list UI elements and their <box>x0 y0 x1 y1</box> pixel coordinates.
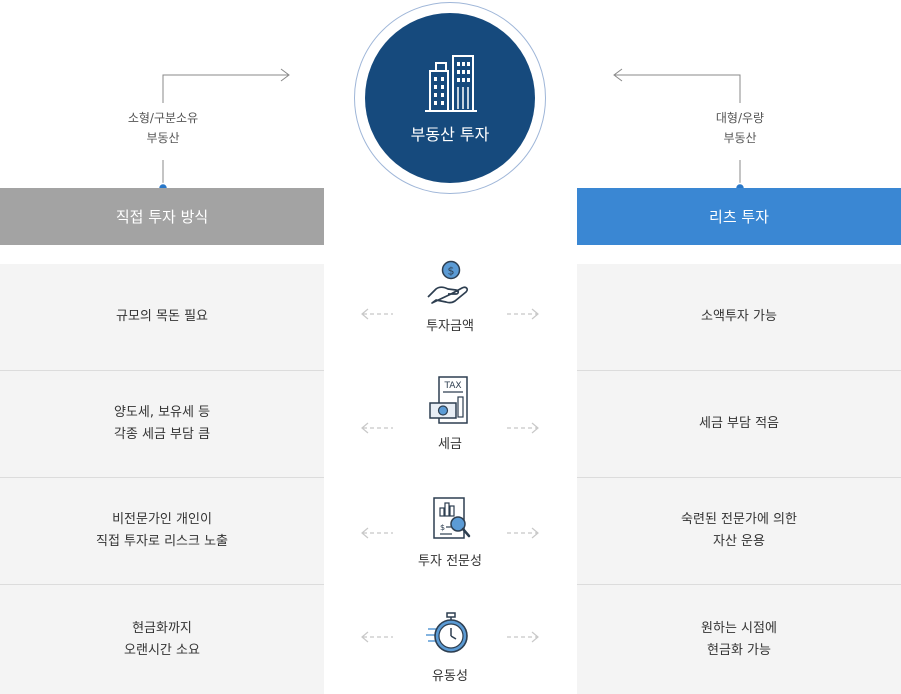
svg-text:$: $ <box>440 523 445 532</box>
left-row: 규모의 목돈 필요 <box>0 264 324 370</box>
criteria-expertise: $ 투자 전문성 <box>340 494 560 569</box>
right-row-divider <box>577 584 901 585</box>
stopwatch-icon <box>426 612 468 653</box>
tax-document-icon: TAX <box>429 376 468 424</box>
money-hand-icon: $ <box>427 260 469 304</box>
center-circle: 부동산 투자 <box>365 13 535 183</box>
arrow-right-3 <box>531 527 539 539</box>
arrow-left-3 <box>361 527 369 539</box>
criteria-label: 세금 <box>438 437 462 452</box>
criteria-liquidity: 유동성 <box>340 611 560 684</box>
arrow-left-1 <box>361 308 369 320</box>
right-header: 리츠 투자 <box>577 188 901 245</box>
buildings-icon <box>425 55 477 112</box>
criteria-investment-amount: $ 투자금액 <box>340 259 560 334</box>
criteria-label: 투자 전문성 <box>418 554 482 569</box>
criteria-tax: TAX 세금 <box>340 375 560 452</box>
arrow-right-2 <box>531 422 539 434</box>
left-row-divider <box>0 370 324 371</box>
arrow-right-1 <box>531 308 539 320</box>
left-row-divider <box>0 584 324 585</box>
right-row: 세금 부담 적음 <box>577 371 901 477</box>
arrow-right-4 <box>531 631 539 643</box>
left-sublabel: 소형/구분소유 부동산 <box>127 111 199 145</box>
criteria-label: 유동성 <box>432 669 468 684</box>
right-row-divider <box>577 370 901 371</box>
criteria-label: 투자금액 <box>426 319 474 334</box>
dashed-arrows <box>361 308 539 643</box>
center-title: 부동산 투자 <box>410 125 490 144</box>
svg-text:TAX: TAX <box>443 381 461 391</box>
left-header: 직접 투자 방식 <box>0 188 324 245</box>
left-row-divider <box>0 477 324 478</box>
svg-text:$: $ <box>448 265 455 278</box>
right-row: 소액투자 가능 <box>577 264 901 370</box>
right-row-divider <box>577 477 901 478</box>
arrow-left-4 <box>361 631 369 643</box>
right-sublabel: 대형/우량 부동산 <box>715 111 765 145</box>
analysis-report-icon: $ <box>433 497 471 539</box>
arrow-left-2 <box>361 422 369 434</box>
